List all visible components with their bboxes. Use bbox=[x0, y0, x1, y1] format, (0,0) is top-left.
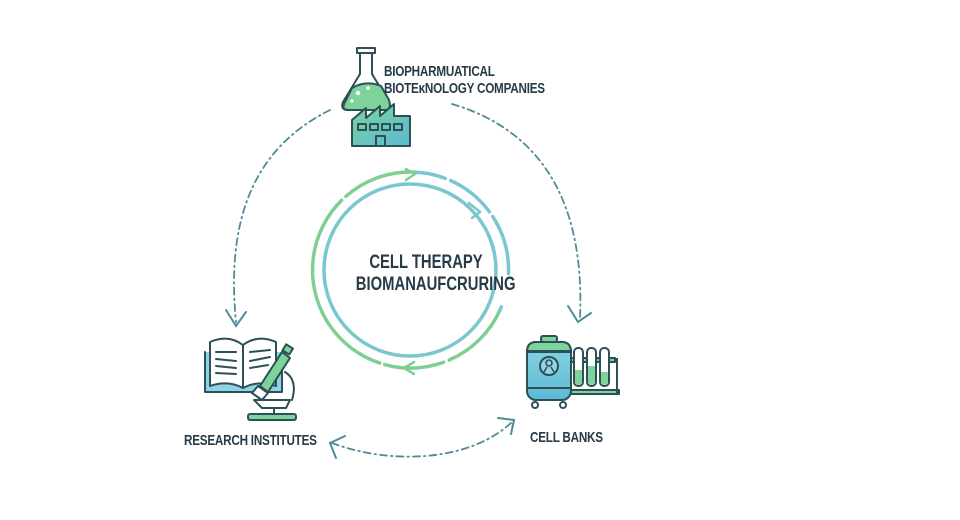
node-label-cell-banks: CELL BANKS bbox=[530, 429, 603, 446]
node-label-biopharma: BIOPHARMUATICAL BIOTEᴋNOLOGY COMPANIES bbox=[384, 63, 545, 98]
center-title: CELL THERAPY BIOMANAUFCRURING bbox=[355, 252, 516, 296]
connector-biopharma-to-cellbanks bbox=[451, 103, 592, 324]
node-label-biopharma-line1: BIOPHARMUATICAL bbox=[384, 63, 495, 80]
inner-ring bbox=[322, 182, 498, 358]
center-cycle bbox=[310, 167, 511, 376]
cycle-arrow-bottom-icon bbox=[401, 360, 416, 376]
outer-ring-green bbox=[310, 170, 502, 370]
flask-factory-icon bbox=[341, 47, 411, 147]
connector-biopharma-to-research bbox=[225, 109, 331, 328]
arrowhead-icon bbox=[225, 309, 247, 328]
connector-research-cellbanks bbox=[328, 417, 516, 459]
arrowhead-icon bbox=[328, 435, 346, 459]
center-title-line2: BIOMANAUFCRURING bbox=[355, 273, 516, 295]
arrowhead-icon bbox=[567, 305, 592, 324]
book-microscope-icon bbox=[204, 337, 297, 421]
node-label-biopharma-line2: BIOTEᴋNOLOGY COMPANIES bbox=[384, 80, 545, 98]
center-title-line1: CELL THERAPY bbox=[369, 252, 483, 273]
cycle-arrow-right-icon bbox=[467, 201, 483, 220]
outer-ring-blue bbox=[410, 170, 511, 312]
arrowhead-icon bbox=[497, 417, 516, 435]
cycle-arrow-top-icon bbox=[404, 167, 418, 182]
node-label-research-institutes: RESEARCH INSTITUTES bbox=[184, 432, 317, 449]
cryo-tank-test-tubes-icon bbox=[526, 335, 620, 409]
